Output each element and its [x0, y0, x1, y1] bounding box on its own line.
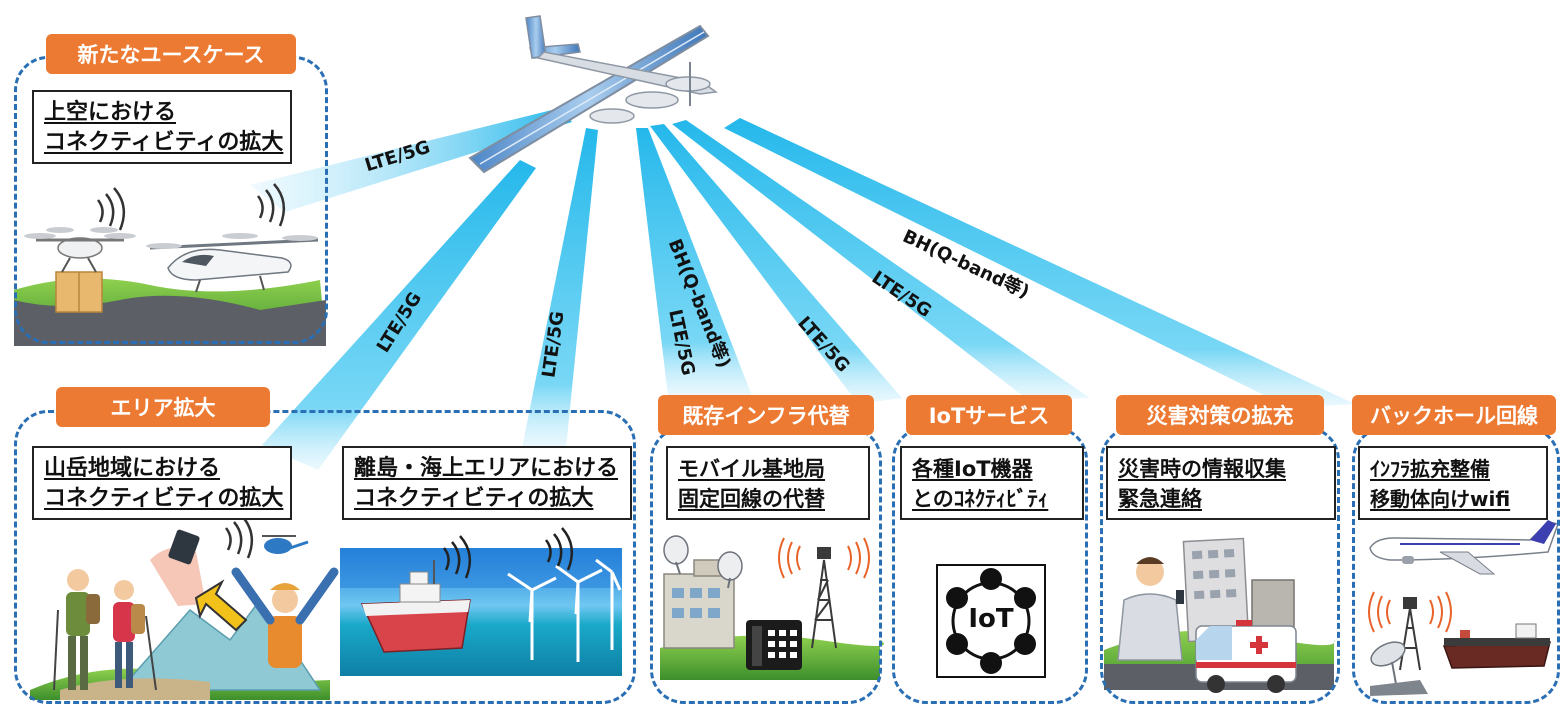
signal-waves-icon [1368, 591, 1452, 633]
backhaul-box-line-2: 移動体向けwifi [1370, 487, 1511, 511]
disaster-tag: 災害対策の拡充 [1116, 395, 1324, 435]
infra-box: モバイル基地局 固定回線の代替 [666, 446, 870, 520]
hikers-icon [53, 567, 339, 691]
signal-waves-icon [778, 537, 870, 579]
airplane-icon [1369, 520, 1559, 575]
use-case-box-line-2: コネクティビティの拡大 [44, 130, 284, 155]
helicopter-icon [262, 535, 309, 554]
disaster-box-line-2: 緊急連絡 [1118, 487, 1202, 511]
tanker-ship-icon [1442, 623, 1551, 669]
air-taxi-icon [146, 233, 319, 293]
person-phone-icon [1117, 557, 1184, 661]
phone-hand-icon [150, 529, 206, 606]
signal-waves-icon [96, 183, 286, 231]
infra-box-line-2: 固定回線の代替 [678, 487, 825, 511]
island-box-line-2: コネクティビティの拡大 [354, 486, 594, 511]
disaster-box: 災害時の情報収集 緊急連絡 [1106, 446, 1336, 520]
use-case-box-line-1: 上空における [44, 100, 177, 125]
area-frame [14, 410, 636, 704]
arrow-icon [194, 579, 248, 632]
mountain-box-line-2: コネクティビティの拡大 [44, 486, 284, 511]
use-case-tag: 新たなユースケース [46, 34, 296, 74]
disaster-box-line-1: 災害時の情報収集 [1118, 457, 1286, 481]
wind-turbine-icon [507, 558, 622, 662]
infra-box-line-1: モバイル基地局 [678, 457, 825, 481]
beam-backhaul [724, 118, 1355, 408]
iot-tag: IoTサービス [906, 395, 1072, 435]
ambulance-icon [1195, 620, 1297, 693]
beam-island [522, 128, 598, 448]
island-box-line-1: 離島・海上エリアにおける [354, 456, 619, 481]
signal-waves-icon [442, 527, 574, 579]
area-tag: エリア拡大 [56, 387, 270, 427]
ship-icon [360, 560, 471, 653]
fax-phone-icon [746, 620, 802, 670]
beam-mountain [262, 160, 536, 470]
sea-scene [340, 548, 622, 676]
beam-disaster [672, 120, 1090, 400]
drone-icon [24, 227, 136, 313]
mountain-box: 山岳地域における コネクティビティの拡大 [32, 446, 292, 520]
use-case-box: 上空における コネクティビティの拡大 [32, 90, 292, 164]
backhaul-box-line-1: ｲﾝﾌﾗ拡充整備 [1370, 457, 1490, 481]
iot-hub-icon [936, 564, 1046, 678]
beam-iot [650, 124, 902, 404]
building-icon [663, 559, 735, 649]
iot-box: 各種IoT機器 とのｺﾈｸﾃｨﾋﾞﾃｨ [900, 446, 1084, 520]
iot-box-line-2: とのｺﾈｸﾃｨﾋﾞﾃｨ [912, 487, 1049, 511]
parabolic-antenna-icon [663, 535, 743, 589]
iot-box-line-1: 各種IoT機器 [912, 457, 1033, 481]
mountain-box-line-1: 山岳地域における [44, 456, 221, 481]
island-box: 離島・海上エリアにおける コネクティビティの拡大 [342, 446, 632, 520]
backhaul-tag: バックホール回線 [1352, 395, 1556, 435]
radio-tower-icon [811, 547, 837, 649]
haps-aircraft-icon [468, 15, 718, 174]
beam-uav [250, 108, 572, 212]
infra-tag: 既存インフラ代替 [658, 395, 874, 435]
backhaul-box: ｲﾝﾌﾗ拡充整備 移動体向けwifi [1358, 446, 1548, 520]
beam-infra [636, 128, 752, 396]
iot-icon-label: IoT [968, 604, 1014, 634]
